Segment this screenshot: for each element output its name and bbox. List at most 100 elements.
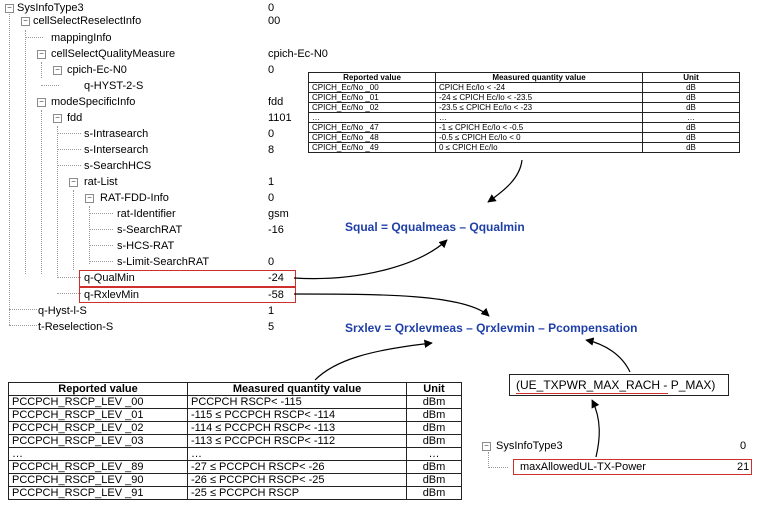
- table-cell: PCCPCH_RSCP_LEV _01: [8, 408, 188, 422]
- arrow-rxlevmin-to-srxlev: [293, 293, 490, 317]
- tree-value: 0: [268, 2, 275, 14]
- tree-key: q-Hyst-l-S: [38, 305, 87, 317]
- tree-key: rat-Identifier: [117, 208, 176, 220]
- ue-txpwr-formula: (UE_TXPWR_MAX_RACH - P_MAX): [516, 378, 716, 392]
- arrow-rscp-to-srxlev: [314, 339, 433, 381]
- tree-value: -24: [268, 272, 284, 284]
- tree-value: 5: [268, 321, 275, 333]
- table-cell: -25 ≤ PCCPCH RSCP: [187, 486, 407, 500]
- q-rxlevmin-highlight: [79, 287, 296, 303]
- arrow-maxul-to-uebox: [591, 399, 600, 458]
- tree-value: 0: [268, 128, 275, 140]
- tree-row-s-intersearch[interactable]: s-Intersearch 8: [0, 142, 300, 158]
- arrow-uebox-to-srxlev: [585, 337, 631, 373]
- table-cell: PCCPCH_RSCP_LEV _91: [8, 486, 188, 500]
- tree-value: 0: [740, 440, 747, 452]
- tree-key: t-Reselection-S: [38, 321, 114, 333]
- tree-row-s-searchhcs[interactable]: s-SearchHCS: [0, 158, 300, 174]
- cpich-ec-no-table: Reported value Measured quantity value U…: [308, 72, 740, 153]
- tree-row-modespecificinfo[interactable]: − modeSpecificInfo fdd: [0, 94, 300, 110]
- table-cell: dBm: [406, 434, 462, 448]
- tree-value: 1: [268, 176, 275, 188]
- squal-formula: Squal = Qqualmeas – Qqualmin: [345, 220, 525, 234]
- tree-key: cellSelectQualityMeasure: [51, 48, 176, 60]
- tree-row-q-qualmin[interactable]: q-QualMin -24: [0, 270, 300, 286]
- tree-value: cpich-Ec-N0: [268, 48, 328, 60]
- tree-value: 1101: [268, 112, 292, 124]
- table-cell: PCCPCH_RSCP_LEV _02: [8, 421, 188, 435]
- tree-value: 21: [737, 461, 750, 473]
- tree-key: s-HCS-RAT: [117, 240, 175, 252]
- tree-value: 8: [268, 144, 275, 156]
- pccpch-rscp-table: Reported value Measured quantity value U…: [8, 382, 462, 500]
- table-cell: -115 ≤ PCCPCH RSCP< -114: [187, 408, 407, 422]
- tree-key: q-HYST-2-S: [84, 80, 144, 92]
- tree-key: RAT-FDD-Info: [100, 192, 169, 204]
- collapse-toggle-icon[interactable]: −: [69, 178, 78, 187]
- tree-key: fdd: [67, 112, 83, 124]
- collapse-toggle-icon[interactable]: −: [53, 66, 62, 75]
- tree-key: s-SearchRAT: [117, 224, 183, 236]
- tree-row-t-reselection-s[interactable]: t-Reselection-S 5: [0, 319, 300, 335]
- tree-row-sysinfotype3[interactable]: − SysInfoType3 0: [0, 0, 300, 16]
- tree-value: 0: [268, 192, 275, 204]
- ue-txpwr-formula-box: (UE_TXPWR_MAX_RACH - P_MAX): [509, 374, 729, 396]
- tree-row-cellselectreselectinfo[interactable]: − cellSelectReselectInfo 00: [0, 13, 300, 29]
- collapse-toggle-icon[interactable]: −: [5, 4, 14, 13]
- column-header: Unit: [406, 382, 462, 396]
- tree-row-s-limit-searchrat[interactable]: s-Limit-SearchRAT 0: [0, 254, 300, 270]
- tree-row-fdd[interactable]: − fdd 1101: [0, 110, 300, 126]
- collapse-toggle-icon[interactable]: −: [482, 442, 491, 451]
- tree-row-cpich-ec-n0[interactable]: − cpich-Ec-N0 0: [0, 62, 300, 78]
- tree-value: gsm: [268, 208, 289, 220]
- table-cell: -26 ≤ PCCPCH RSCP< -25: [187, 473, 407, 487]
- tree-row-rat-list[interactable]: − rat-List 1: [0, 174, 300, 190]
- tree-row-s-searchrat[interactable]: s-SearchRAT -16: [0, 222, 300, 238]
- column-header: Measured quantity value: [187, 382, 407, 396]
- table-cell: dB: [642, 142, 740, 153]
- tree-key: rat-List: [84, 176, 118, 188]
- tree-value: -58: [268, 289, 284, 301]
- tree2-row-maxallowedul-tx-power[interactable]: maxAllowedUL-TX-Power 21: [0, 459, 758, 475]
- maxallowedul-highlight: [513, 459, 752, 475]
- tree-key: SysInfoType3: [496, 440, 563, 452]
- tree-key: cellSelectReselectInfo: [33, 15, 142, 27]
- tree-row-q-rxlevmin[interactable]: q-RxlevMin -58: [0, 287, 300, 303]
- tree-row-s-hcs-rat[interactable]: s-HCS-RAT: [0, 238, 300, 254]
- tree-key: SysInfoType3: [17, 2, 84, 14]
- tree-key: maxAllowedUL-TX-Power: [520, 461, 646, 473]
- collapse-toggle-icon[interactable]: −: [21, 17, 30, 26]
- table-cell: dBm: [406, 486, 462, 500]
- collapse-toggle-icon[interactable]: −: [37, 98, 46, 107]
- tree-value: 0: [268, 64, 275, 76]
- tree-row-mappinginfo[interactable]: mappingInfo: [0, 30, 300, 46]
- tree-row-rat-fdd-info[interactable]: − RAT-FDD-Info 0: [0, 190, 300, 206]
- table-row: PCCPCH_RSCP_LEV _90-26 ≤ PCCPCH RSCP< -2…: [8, 473, 462, 487]
- srxlev-formula: Srxlev = Qrxlevmeas – Qrxlevmin – Pcompe…: [345, 321, 638, 335]
- tree-row-q-hyst-l-s[interactable]: q-Hyst-l-S 1: [0, 303, 300, 319]
- collapse-toggle-icon[interactable]: −: [85, 194, 94, 203]
- tree-row-q-hyst-2-s[interactable]: q-HYST-2-S: [0, 78, 300, 94]
- tree-value: 1: [268, 305, 275, 317]
- arrow-cpich-to-squal: [487, 159, 523, 203]
- tree-row-s-intrasearch[interactable]: s-Intrasearch 0: [0, 126, 300, 142]
- tree-row-rat-identifier[interactable]: rat-Identifier gsm: [0, 206, 300, 222]
- collapse-toggle-icon[interactable]: −: [53, 114, 62, 123]
- table-cell: -114 ≤ PCCPCH RSCP< -113: [187, 421, 407, 435]
- collapse-toggle-icon[interactable]: −: [37, 50, 46, 59]
- tree-row-cellselectqualitymeasure[interactable]: − cellSelectQualityMeasure cpich-Ec-N0: [0, 46, 328, 62]
- tree-value: 00: [268, 15, 281, 27]
- arrow-qualmin-to-squal: [293, 239, 448, 280]
- tree-value: 0: [268, 256, 275, 268]
- tree-key: modeSpecificInfo: [51, 96, 136, 108]
- table-row: PCCPCH_RSCP_LEV _01-115 ≤ PCCPCH RSCP< -…: [8, 408, 462, 422]
- tree-key: q-QualMin: [84, 272, 135, 284]
- tree2-row-sysinfotype3[interactable]: − SysInfoType3 0: [0, 438, 758, 454]
- tree-key: s-Intersearch: [84, 144, 149, 156]
- tree-key: s-Intrasearch: [84, 128, 149, 140]
- tree-key: s-SearchHCS: [84, 160, 152, 172]
